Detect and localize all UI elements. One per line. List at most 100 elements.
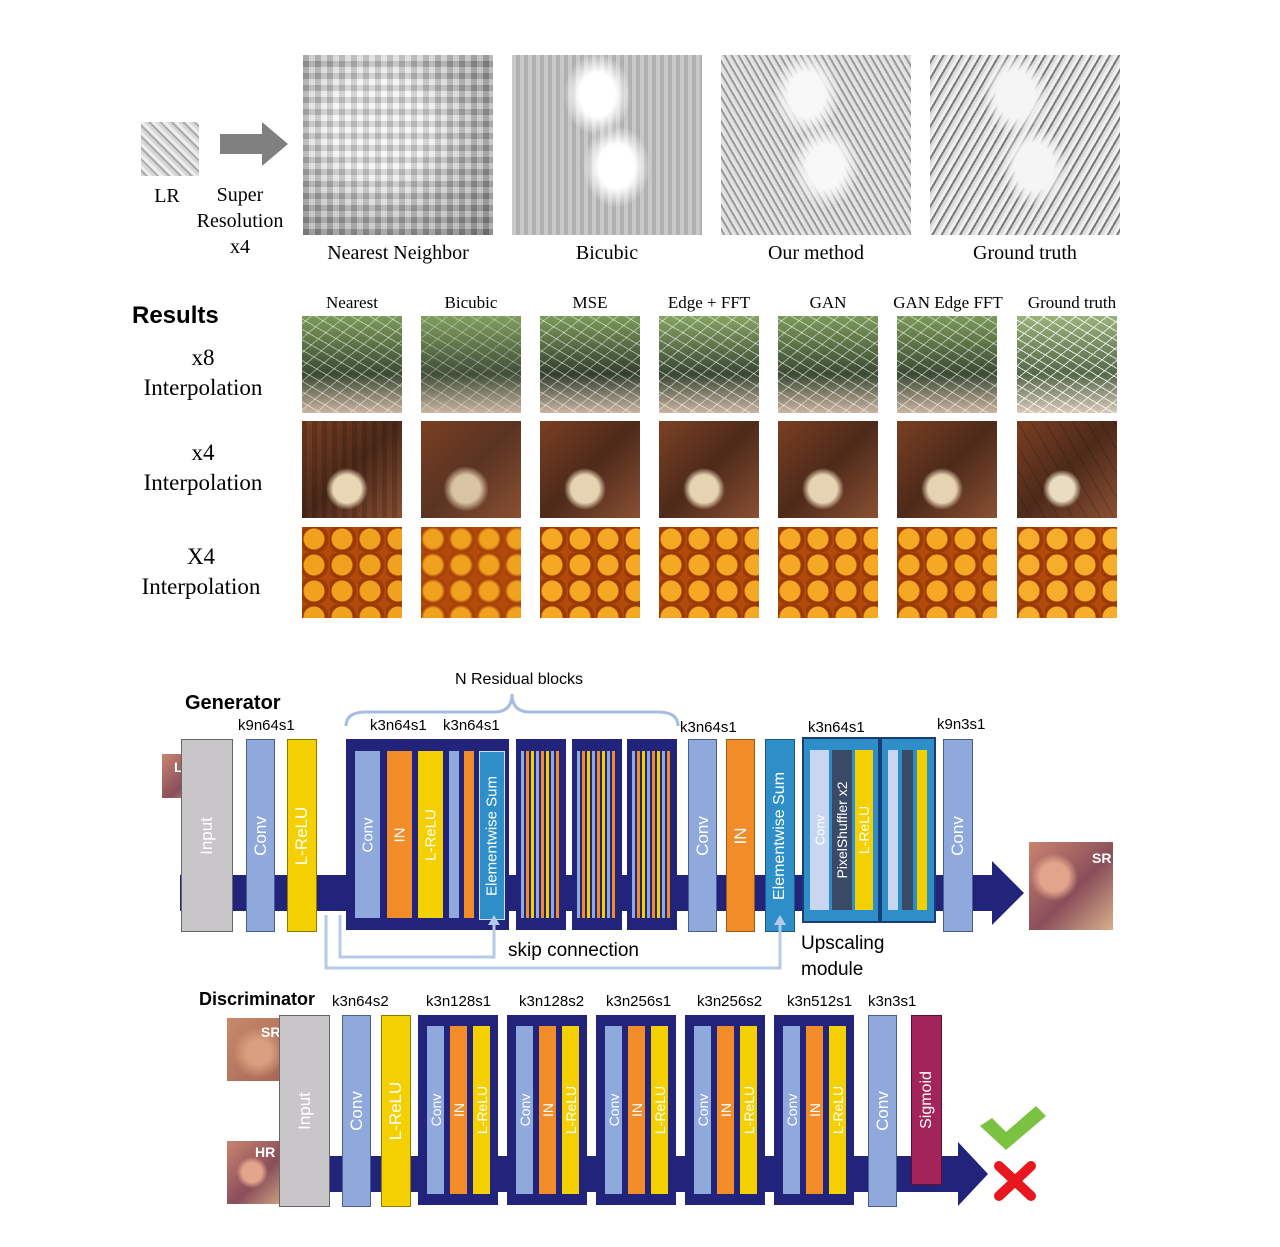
disc3-in: IN: [628, 1026, 645, 1194]
residual-block-3: [572, 739, 622, 930]
caption-our-method: Our method: [767, 242, 865, 264]
bicubic-image: [512, 55, 702, 235]
column-header-gan: GAN: [809, 293, 847, 312]
disc-param-2: k3n128s1: [426, 993, 492, 1010]
param-final-conv: k9n3s1: [937, 716, 986, 733]
residual-block-4: [627, 739, 677, 930]
generator-post-conv: Conv: [688, 739, 717, 932]
disc3-conv: Conv: [605, 1026, 622, 1194]
discriminator-input-block: Input: [279, 1015, 330, 1207]
skip-connection-lines: [324, 915, 786, 970]
residual-block-2-layers: [521, 751, 561, 918]
disc-param-3: k3n128s2: [519, 993, 585, 1010]
param-res-conv2: k3n64s1: [443, 717, 500, 734]
generator-lrelu-block: L-ReLU: [287, 739, 317, 932]
skip-connection-label: skip connection: [508, 940, 639, 961]
cross-icon: [994, 1161, 1036, 1201]
result-bark-mse: [540, 421, 640, 518]
generator-final-conv: Conv: [943, 739, 973, 932]
param-res-conv1: k3n64s1: [370, 717, 427, 734]
column-header-gan-edge-fft: GAN Edge FFT: [893, 293, 1003, 312]
upscaling-module-1: Conv PixelShuffler x2 L-ReLU: [802, 737, 880, 923]
residual-block-4-layers: [632, 751, 672, 918]
column-header-ground-truth: Ground truth: [1027, 293, 1117, 312]
disc-param-5: k3n256s2: [697, 993, 763, 1010]
disc2-conv: Conv: [516, 1026, 533, 1194]
upscale1-lrelu: L-ReLU: [855, 750, 873, 910]
generator-post-in: IN: [726, 739, 755, 932]
param-conv1: k9n64s1: [238, 717, 295, 734]
arrow-right-icon: [220, 122, 288, 166]
result-web-ground-truth: [1017, 316, 1117, 413]
upscaling-module-label: Upscaling module: [801, 933, 885, 980]
disc1-lrelu: L-ReLU: [473, 1026, 490, 1194]
result-honeycomb-gan: [778, 527, 878, 618]
caption-bicubic: Bicubic: [575, 242, 639, 264]
residual-block-1: Conv IN L-ReLU Elementwise Sum: [346, 739, 509, 930]
upscale1-conv: Conv: [810, 750, 829, 910]
result-honeycomb-edge-fft: [659, 527, 759, 618]
disc5-lrelu: L-ReLU: [829, 1026, 846, 1194]
discriminator-block-5: Conv IN L-ReLU: [774, 1015, 854, 1205]
column-header-mse: MSE: [572, 293, 608, 312]
generator-conv-block: Conv: [246, 739, 275, 932]
disc-param-1: k3n64s2: [332, 993, 389, 1010]
discriminator-title: Discriminator: [199, 989, 316, 1009]
disc2-lrelu: L-ReLU: [562, 1026, 579, 1194]
discriminator-block-2: Conv IN L-ReLU: [507, 1015, 587, 1205]
res1-lrelu: L-ReLU: [418, 751, 443, 918]
results-title: Results: [132, 302, 219, 329]
disc4-conv: Conv: [694, 1026, 711, 1194]
result-bark-nearest: [302, 421, 402, 518]
super-resolution-label: Super Resolution x4: [196, 184, 284, 258]
generator-input-block: Input: [181, 739, 233, 932]
result-bark-bicubic: [421, 421, 521, 518]
generator-elementwise-sum: Elementwise Sum: [765, 739, 795, 932]
disc2-in: IN: [539, 1026, 556, 1194]
result-bark-gan: [778, 421, 878, 518]
disc-param-4: k3n256s1: [606, 993, 672, 1010]
param-post-conv: k3n64s1: [680, 719, 737, 736]
disc1-conv: Conv: [427, 1026, 444, 1194]
discriminator-block-1: Conv IN L-ReLU: [418, 1015, 498, 1205]
res1-in2: [464, 751, 474, 918]
lr-thumbnail: [141, 122, 199, 176]
discriminator-final-conv: Conv: [868, 1015, 897, 1207]
column-header-bicubic: Bicubic: [444, 293, 498, 312]
upscaling-module-2: [880, 737, 936, 923]
residual-block-2: [516, 739, 566, 930]
generator-title: Generator: [185, 692, 281, 714]
result-web-bicubic: [421, 316, 521, 413]
top-section: LR Super Resolution x4 Nearest Neighbor …: [0, 0, 1280, 280]
residual-block-3-layers: [577, 751, 617, 918]
disc1-in: IN: [450, 1026, 467, 1194]
disc3-lrelu: L-ReLU: [651, 1026, 668, 1194]
res1-conv2: [449, 751, 459, 918]
result-honeycomb-gan-edge-fft: [897, 527, 997, 618]
residual-brace: [344, 693, 680, 727]
res1-in: IN: [387, 751, 412, 918]
discriminator-lrelu-block: L-ReLU: [381, 1015, 411, 1207]
result-bark-ground-truth: [1017, 421, 1117, 518]
result-honeycomb-ground-truth: [1017, 527, 1117, 618]
column-header-nearest: Nearest: [326, 293, 378, 312]
result-web-nearest: [302, 316, 402, 413]
disc-param-7: k3n3s1: [868, 993, 917, 1010]
res1-conv: Conv: [355, 751, 380, 918]
caption-nearest-neighbor: Nearest Neighbor: [327, 242, 469, 264]
our-method-image: [721, 55, 911, 235]
lr-label: LR: [154, 185, 180, 207]
result-honeycomb-nearest: [302, 527, 402, 618]
disc5-conv: Conv: [783, 1026, 800, 1194]
disc-param-6: k3n512s1: [787, 993, 853, 1010]
nearest-neighbor-image: [303, 55, 493, 235]
discriminator-conv-block: Conv: [342, 1015, 371, 1207]
param-upscale-conv: k3n64s1: [808, 719, 865, 736]
disc5-in: IN: [806, 1026, 823, 1194]
result-web-gan: [778, 316, 878, 413]
result-web-gan-edge-fft: [897, 316, 997, 413]
upscale1-pixelshuffler: PixelShuffler x2: [832, 750, 852, 910]
